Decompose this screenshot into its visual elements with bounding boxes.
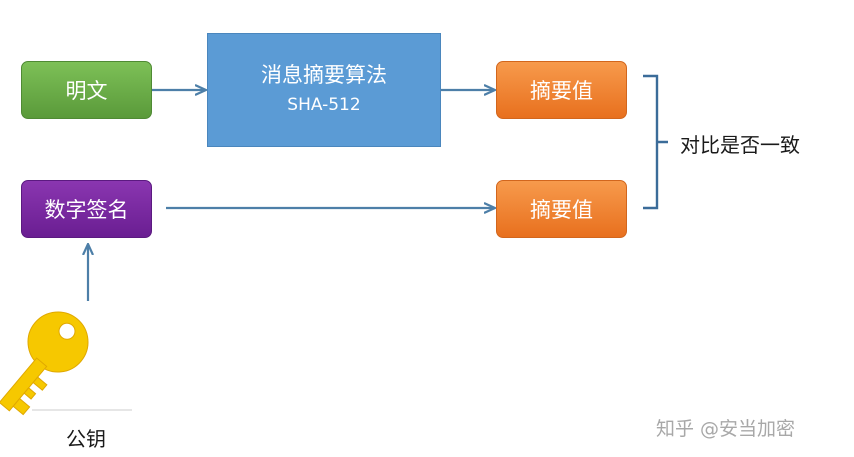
digest-label-top: 摘要值 <box>530 79 593 103</box>
compare-label: 对比是否一致 <box>680 133 800 157</box>
digest-box-bottom: 摘要值 <box>496 180 627 238</box>
plaintext-box: 明文 <box>21 61 152 119</box>
watermark: 知乎 @安当加密 <box>656 418 796 440</box>
digest-label-bottom: 摘要值 <box>530 198 593 222</box>
public-key-label: 公钥 <box>66 427 106 451</box>
hash-algorithm-name: SHA-512 <box>287 95 361 115</box>
hash-algorithm-box: 消息摘要算法 SHA-512 <box>207 33 441 147</box>
hash-algorithm-title: 消息摘要算法 <box>261 63 387 87</box>
compare-bracket <box>643 74 668 210</box>
plaintext-label: 明文 <box>65 79 108 103</box>
key-icon <box>0 311 89 416</box>
digital-signature-box: 数字签名 <box>21 180 152 238</box>
digital-signature-label: 数字签名 <box>44 198 129 222</box>
digest-box-top: 摘要值 <box>496 61 627 119</box>
